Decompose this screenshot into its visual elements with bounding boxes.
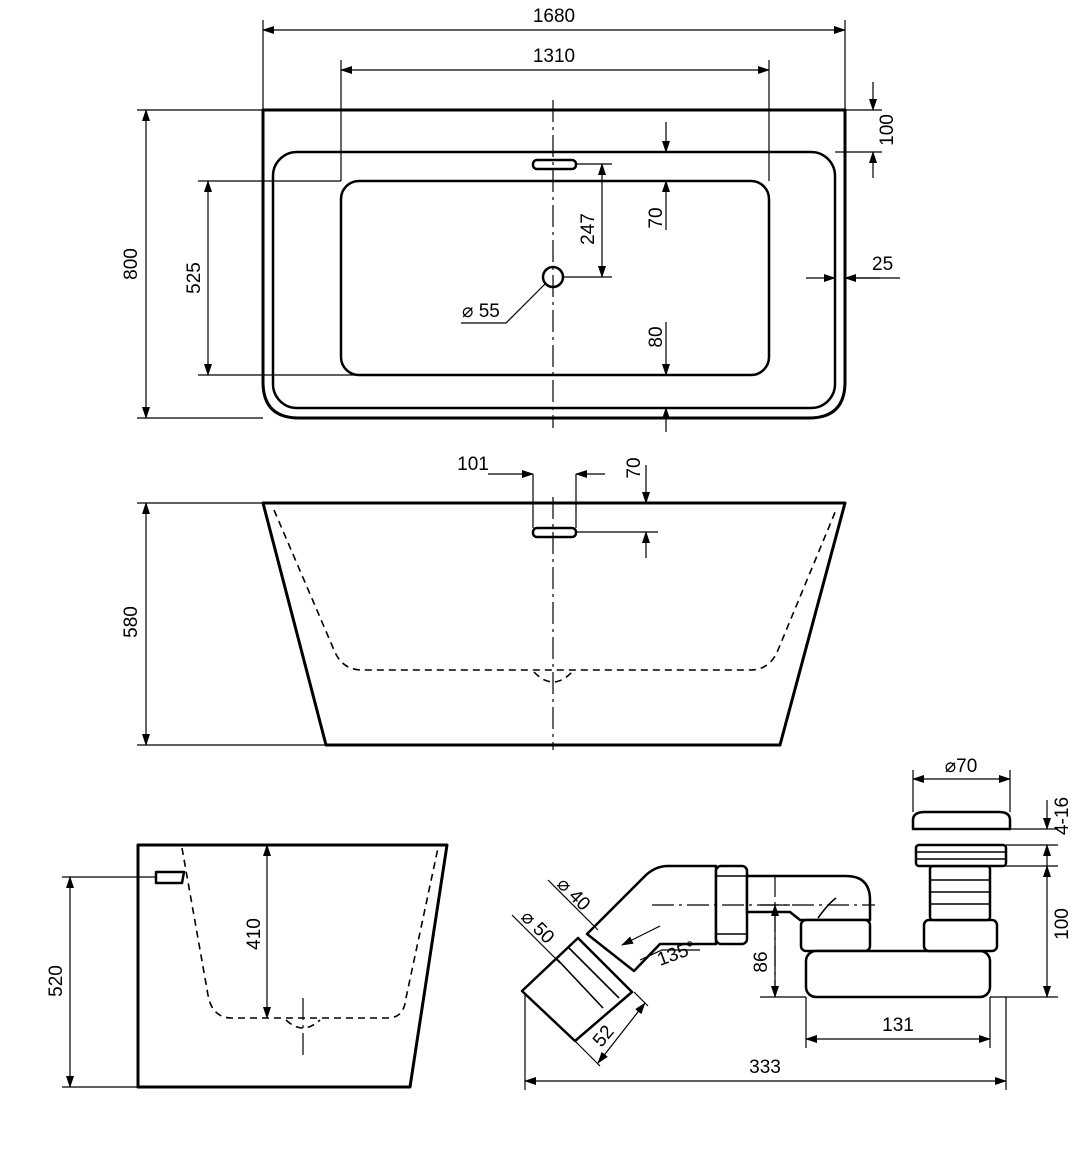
dim-side-height: 520 <box>46 965 67 997</box>
top-overflow-slot <box>531 158 578 171</box>
dim-outlet-diameter-40: ⌀ 40 <box>552 874 594 916</box>
dim-rim-back: 100 <box>877 114 898 146</box>
dim-front-height: 580 <box>121 606 142 638</box>
dim-drain-diameter: ⌀ 55 <box>462 301 500 322</box>
side-view: 520 410 <box>46 843 449 1089</box>
dim-drop: 86 <box>751 951 772 972</box>
siphon-elbow <box>745 874 872 922</box>
dim-inner-width: 525 <box>184 262 205 294</box>
front-overflow-slot <box>531 526 578 539</box>
dim-offset: 131 <box>882 1015 914 1036</box>
dim-overall-width: 800 <box>121 248 142 280</box>
front-drain-cup <box>533 671 573 683</box>
siphon-view: ⌀70 4-16 100 86 131 333 ⌀ 40 ⌀ 50 <box>511 756 1073 1090</box>
dim-inner-depth: 410 <box>244 918 265 950</box>
siphon-outlet-tube <box>585 864 718 973</box>
dim-rim-side: 25 <box>872 254 893 275</box>
siphon-body <box>804 949 992 999</box>
dim-rim-front: 80 <box>646 326 667 347</box>
siphon-nut-right <box>922 918 999 953</box>
drain-leader <box>461 283 546 324</box>
dim-overflow-offset: 70 <box>646 207 667 228</box>
side-overflow-slot <box>154 870 186 885</box>
siphon-flange <box>914 843 1008 868</box>
dim-overflow-height: 70 <box>624 457 645 478</box>
siphon-drain-cap <box>911 810 1012 831</box>
dim-line-outlet-length <box>597 1002 646 1064</box>
dim-siphon-height: 100 <box>1052 908 1073 940</box>
top-basin <box>339 179 771 377</box>
dim-cap-adjust: 4-16 <box>1052 797 1073 835</box>
dim-total-length: 333 <box>749 1057 781 1078</box>
dim-cap-diameter: ⌀70 <box>945 756 978 777</box>
dim-outlet-diameter-50: ⌀ 50 <box>516 907 558 949</box>
angle-arc <box>621 925 661 946</box>
front-inner-contour <box>273 509 837 671</box>
top-view: 1680 1310 800 525 100 70 247 ⌀ <box>121 6 900 432</box>
top-outer-outline <box>261 108 847 420</box>
side-inner-contour <box>181 847 439 1019</box>
dim-inner-length: 1310 <box>533 46 575 67</box>
front-view: 101 70 580 <box>121 454 847 750</box>
dim-drain-offset: 247 <box>578 213 599 245</box>
top-rim-inner <box>271 150 837 410</box>
front-outline <box>261 501 847 747</box>
dim-overflow-width: 101 <box>457 454 489 475</box>
side-drain-cup <box>285 1019 321 1029</box>
siphon-stem <box>928 864 992 922</box>
dim-overall-length: 1680 <box>533 6 575 27</box>
siphon-nut-middle <box>799 918 872 953</box>
side-outline <box>136 843 449 1089</box>
